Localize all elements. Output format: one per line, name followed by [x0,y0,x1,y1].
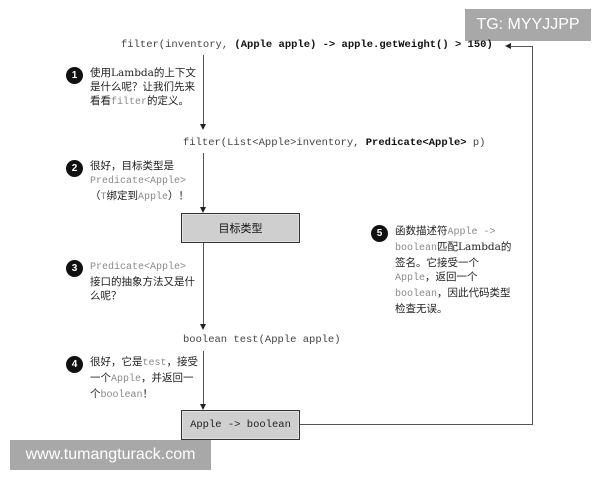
code-part: test [142,358,167,369]
arrow-down-icon [200,324,206,330]
code-part: Apple [138,192,169,203]
code-part: filter [111,97,148,108]
watermark-bottom-left: www.tumangturack.com [10,440,211,470]
text-part: 绑定到 [106,190,139,202]
text-part: 很好，目标类型是 [90,160,174,172]
watermark-text: TG: MYYJJPP [476,16,580,33]
annotation-5: 5 函数描述符Apple -> boolean匹配Lambda的签名。它接受一个… [371,224,513,316]
connector-4 [203,351,204,405]
annotation-text: 很好，目标类型是 Predicate<Apple> （T绑定到Apple）！ [90,159,189,205]
text-part: 很好，它是 [90,356,143,368]
annotation-2: 2 很好，目标类型是 Predicate<Apple> （T绑定到Apple）！ [66,159,198,205]
arrow-down-icon [200,207,206,213]
loop-connector-bottom [300,424,532,425]
text-part: ，并返回一个 [90,372,194,400]
code-line-filter-signature: filter(List<Apple>inventory, Predicate<A… [183,137,485,149]
step-badge: 1 [66,67,83,84]
code-predicate-type: Predicate<Apple> [365,137,467,149]
text-part: ，接受一个 [90,356,199,384]
annotation-text: Predicate<Apple> 接口的抽象方法又是什么呢？ [90,259,198,303]
function-descriptor-label: Apple -> boolean [190,419,291,431]
code-part: Apple [395,273,426,284]
code-part: Predicate<Apple> [90,176,187,187]
text-part: ）！ [168,190,190,202]
step-badge: 4 [66,356,83,373]
watermark-text: www.tumangturack.com [25,446,196,463]
code-signature-suffix: p) [466,137,486,149]
loop-connector-top [510,46,533,47]
code-test-method: boolean test(Apple apple) [183,334,341,346]
text-part: ！ [142,388,154,400]
text-part: ，返回一个 [425,271,478,283]
code-part: boolean [395,289,438,300]
step-badge: 2 [66,160,83,177]
text-part: ，因此代码类型检查无误。 [395,287,511,315]
step-badge: 3 [66,260,83,277]
arrow-down-icon [200,124,206,130]
code-part: Apple -> boolean [395,227,496,254]
code-line-test-method: boolean test(Apple apple) [183,334,341,346]
annotation-text: 很好，它是test，接受一个Apple，并返回一个boolean！ [90,355,198,403]
loop-connector-right [532,46,533,425]
connector-3 [203,243,204,325]
code-signature-prefix: filter(List<Apple>inventory, [183,137,366,149]
code-part: Predicate<Apple> [90,262,187,273]
step-badge: 5 [371,225,388,242]
arrow-left-icon [505,43,511,49]
text-part: （ [90,190,101,202]
code-lambda-expression: (Apple apple) -> apple.getWeight() > 150… [234,39,493,51]
annotation-1: 1 使用Lambda的上下文是什么呢？让我们先来看看filter的定义。 [66,66,198,110]
target-type-label: 目标类型 [218,222,263,235]
target-type-box: 目标类型 [181,213,300,243]
text-part: 接口的抽象方法又是什么呢？ [90,276,195,302]
annotation-text: 使用Lambda的上下文是什么呢？让我们先来看看filter的定义。 [90,66,198,110]
code-part: T [100,192,107,203]
text-part: 的定义。 [147,95,190,107]
text-part: 函数描述符 [395,225,448,237]
code-line-filter-call: filter(inventory, (Apple apple) -> apple… [121,39,493,51]
text-part: 匹配Lambda的签名。它接受一个 [395,241,512,269]
function-descriptor-box: Apple -> boolean [181,410,300,440]
watermark-top-right: TG: MYYJJPP [465,9,591,41]
arrow-down-icon [200,404,206,410]
connector-2 [203,153,204,208]
annotation-3: 3 Predicate<Apple> 接口的抽象方法又是什么呢？ [66,259,198,303]
code-part: boolean [100,390,143,401]
text-part: 使用Lambda的上下文是什么呢？让我们先来看看 [90,67,196,107]
code-filter-prefix: filter(inventory, [121,39,235,51]
annotation-4: 4 很好，它是test，接受一个Apple，并返回一个boolean！ [66,355,198,403]
connector-1 [203,55,204,126]
code-part: Apple [111,374,142,385]
annotation-text: 函数描述符Apple -> boolean匹配Lambda的签名。它接受一个 Ap… [395,224,513,316]
